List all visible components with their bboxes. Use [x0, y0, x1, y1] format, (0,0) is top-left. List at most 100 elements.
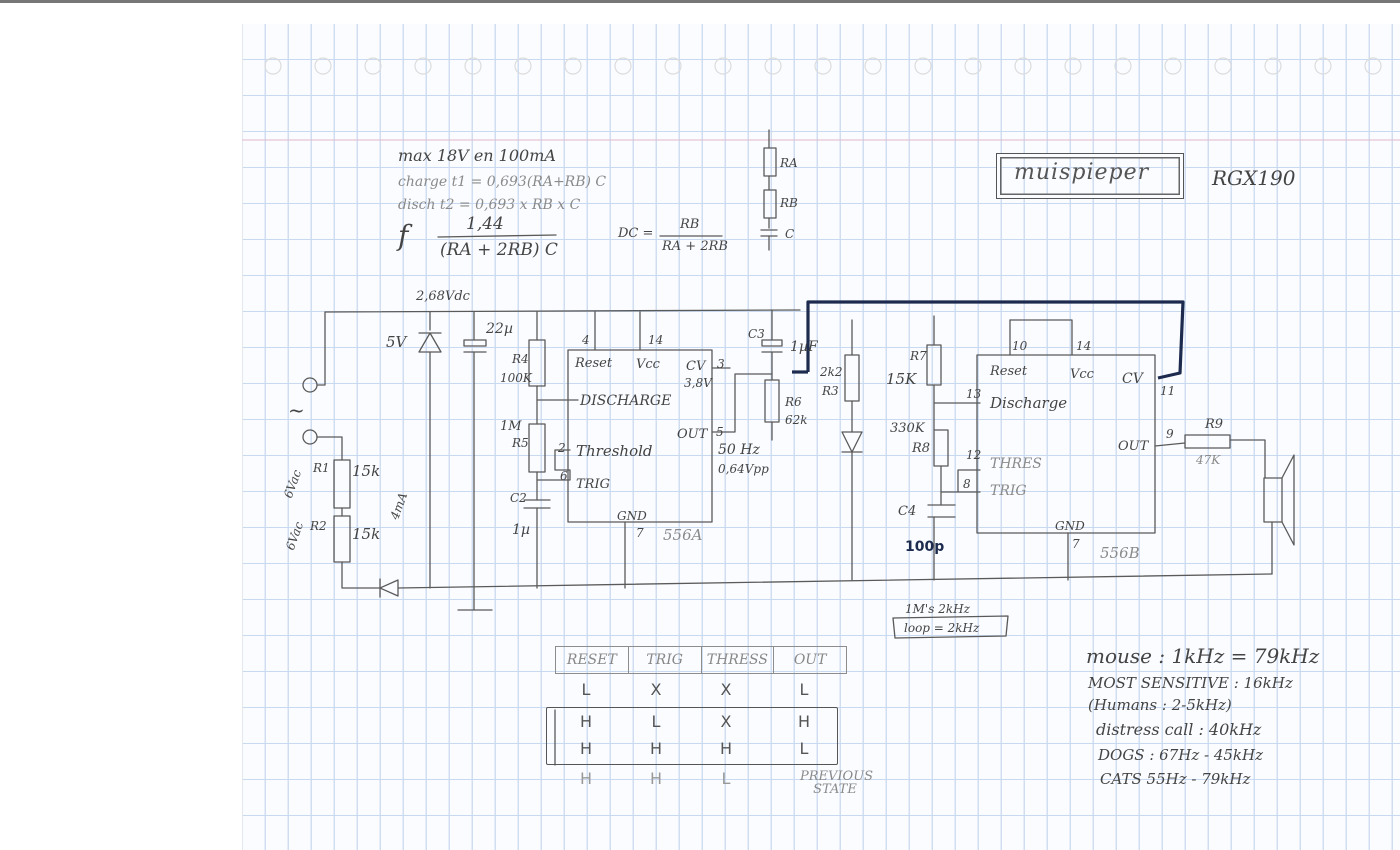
duty-cycle-numerator: RB [680, 217, 700, 232]
out-a: OUT [677, 427, 708, 442]
pin-9: 9 [1166, 427, 1174, 441]
legend-c: C [785, 227, 795, 241]
truth-table-header: RESET TRIG THRESS OUT [555, 646, 847, 674]
vcc-a: Vcc [636, 357, 660, 372]
table-cell: H [797, 712, 811, 731]
duty-cycle-denominator: RA + 2RB [662, 239, 728, 254]
table-cell: H [719, 739, 733, 758]
out-b: OUT [1118, 439, 1149, 454]
pin-10: 10 [1012, 339, 1028, 353]
table-cell: H [579, 739, 593, 758]
trig-a: TRIG [576, 477, 610, 492]
loop-frequency: loop = 2kHz [904, 621, 980, 635]
notebook-page [242, 24, 1400, 850]
cv-a: CV [686, 359, 706, 374]
header-out: OUT [793, 652, 827, 668]
charge-formula: charge t1 = 0,693(RA+RB) C [398, 174, 607, 190]
header-trig: TRIG [629, 647, 702, 673]
pin-7b: 7 [1072, 537, 1080, 551]
gnd-a: GND [617, 509, 647, 523]
out-amplitude: 0,64Vpp [718, 462, 769, 476]
r5-label: R5 [512, 436, 529, 450]
table-cell: L [799, 739, 809, 758]
r7-value: 15K [886, 370, 917, 388]
model-number: RGX190 [1212, 166, 1296, 190]
frequency-denominator: (RA + 2RB) C [440, 240, 558, 260]
table-cell: X [650, 680, 662, 699]
c3-value: 1µF [790, 339, 818, 355]
c4-value: 100p [905, 539, 945, 555]
r6-label: R6 [785, 395, 802, 409]
max-rating-note: max 18V en 100mA [398, 146, 556, 165]
scan-edge [0, 0, 1400, 3]
pin-12: 12 [966, 448, 982, 462]
r8-value: 330K [890, 421, 925, 436]
pin-14a: 14 [648, 333, 664, 347]
r5-value: 1M [500, 419, 522, 434]
r1-value: 15k [352, 462, 381, 480]
pin-7a: 7 [636, 526, 644, 540]
table-cell: H [579, 712, 593, 731]
note-humans: (Humans : 2-5kHz) [1088, 696, 1232, 714]
pin-13: 13 [966, 387, 982, 401]
duty-cycle-label: DC = [618, 226, 654, 241]
c3-label: C3 [748, 327, 765, 341]
note-distress-call: distress call : 40kHz [1096, 720, 1262, 739]
c2-label: C2 [510, 491, 527, 505]
project-title: muispieper [1014, 160, 1150, 185]
table-cell: H [649, 769, 663, 788]
chip-556a: 556A [663, 526, 703, 544]
pin-6: 6 [560, 469, 568, 483]
gnd-b: GND [1055, 519, 1085, 533]
cap-22u-label: 22µ [486, 321, 513, 337]
table-cell: H [649, 739, 663, 758]
r1-label: R1 [313, 461, 330, 475]
pin-2: 2 [558, 441, 566, 455]
thres-b: THRES [990, 456, 1042, 472]
chip-556b: 556B [1100, 544, 1140, 562]
r7-label: R7 [910, 349, 927, 363]
legend-rb: RB [780, 196, 798, 210]
table-cell: X [720, 712, 732, 731]
reset-a: Reset [575, 356, 613, 371]
note-dogs: DOGS : 67Hz - 45kHz [1098, 746, 1264, 764]
note-most-sensitive: MOST SENSITIVE : 16kHz [1088, 674, 1293, 692]
title-frame [996, 153, 1184, 199]
out-frequency: 50 Hz [718, 442, 760, 458]
r9-label: R9 [1205, 417, 1224, 432]
pin-3: 3 [717, 357, 725, 371]
truth-table-bracket [546, 707, 838, 765]
table-cell: L [651, 712, 661, 731]
note-mouse: mouse : 1kHz = 79kHz [1086, 644, 1320, 668]
cv-b: CV [1122, 371, 1143, 387]
ac-symbol: ~ [288, 398, 305, 422]
pin-14b: 14 [1076, 339, 1092, 353]
frequency-note: 1M's 2kHz [905, 602, 970, 616]
table-cell: L [721, 769, 731, 788]
note-cats: CATS 55Hz - 79kHz [1100, 770, 1251, 788]
table-cell: L [799, 680, 809, 699]
r6-value: 62k [785, 413, 808, 427]
r8-label: R8 [912, 441, 931, 456]
r3-label: R3 [822, 384, 839, 398]
zener-label: 5V [386, 333, 407, 351]
pin-4: 4 [582, 333, 590, 347]
discharge-formula: disch t2 = 0,693 x RB x C [398, 197, 581, 213]
frequency-numerator: 1,44 [466, 214, 504, 234]
r3-value: 2k2 [820, 365, 843, 379]
pin-5: 5 [716, 425, 724, 439]
binder-holes [264, 57, 1382, 75]
table-cell-previous-state: PREVIOUS STATE [800, 769, 874, 797]
table-cell: H [579, 769, 593, 788]
r2-label: R2 [310, 519, 327, 533]
marker-wire [806, 300, 1185, 380]
c2-value: 1µ [512, 522, 531, 538]
vcc-b: Vcc [1070, 367, 1094, 382]
cv-voltage: 3,8V [684, 376, 712, 390]
threshold-a: Threshold [576, 442, 653, 460]
c4-label: C4 [898, 504, 917, 519]
r2-value: 15k [352, 525, 381, 543]
header-thress: THRESS [702, 647, 775, 673]
pin-8: 8 [963, 477, 971, 491]
